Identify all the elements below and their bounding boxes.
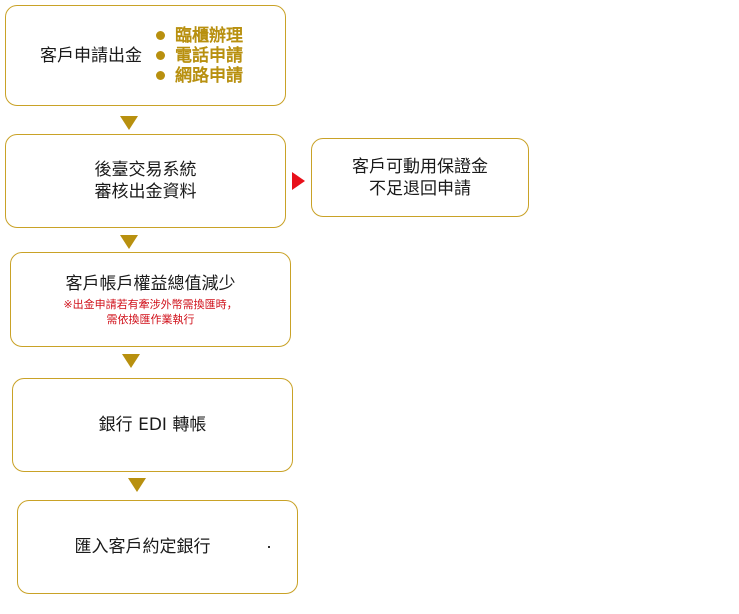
side-insufficient-margin-line2: 不足退回申請 bbox=[369, 178, 471, 199]
fx-note-line1: ※出金申請若有牽涉外幣需換匯時， bbox=[63, 297, 238, 311]
arrow-down-icon bbox=[120, 116, 138, 130]
step-backend-review-line1: 後臺交易系統 bbox=[94, 160, 197, 180]
arrow-down-icon bbox=[128, 478, 146, 492]
step-backend-review: 後臺交易系統 審核出金資料 bbox=[5, 134, 286, 228]
step-equity-decrease-label: 客戶帳戶權益總值減少 bbox=[65, 273, 236, 294]
step-deposit-to-bank: 匯入客戶約定銀行 bbox=[17, 500, 298, 594]
side-insufficient-margin-line1: 客戶可動用保證金 bbox=[352, 156, 488, 177]
channel-list: 臨櫃辦理 電話申請 網路申請 bbox=[156, 26, 243, 86]
step-equity-decrease: 客戶帳戶權益總值減少 ※出金申請若有牽涉外幣需換匯時， 需依換匯作業執行 bbox=[10, 252, 291, 347]
step-deposit-to-bank-label: 匯入客戶約定銀行 bbox=[74, 537, 211, 557]
bullet-icon bbox=[156, 31, 165, 40]
channel-item-phone: 電話申請 bbox=[156, 46, 243, 66]
step-apply-withdrawal-label: 客戶申請出金 bbox=[40, 45, 142, 66]
step-apply-withdrawal: 客戶申請出金 臨櫃辦理 電話申請 網路申請 bbox=[5, 5, 286, 106]
channel-item-counter: 臨櫃辦理 bbox=[156, 26, 243, 46]
arrow-down-icon bbox=[120, 235, 138, 249]
bullet-icon bbox=[156, 71, 165, 80]
bullet-icon bbox=[156, 51, 165, 60]
side-insufficient-margin: 客戶可動用保證金 不足退回申請 bbox=[311, 138, 529, 217]
fx-note-line2: 需依換匯作業執行 bbox=[106, 312, 195, 326]
channel-item-online: 網路申請 bbox=[156, 66, 243, 86]
step-bank-edi-transfer-label: 銀行 EDI 轉帳 bbox=[98, 415, 207, 435]
dot-mark bbox=[268, 546, 270, 548]
arrow-right-icon bbox=[292, 172, 305, 190]
step-backend-review-line2: 審核出金資料 bbox=[94, 182, 197, 202]
arrow-down-icon bbox=[122, 354, 140, 368]
step-bank-edi-transfer: 銀行 EDI 轉帳 bbox=[12, 378, 293, 472]
